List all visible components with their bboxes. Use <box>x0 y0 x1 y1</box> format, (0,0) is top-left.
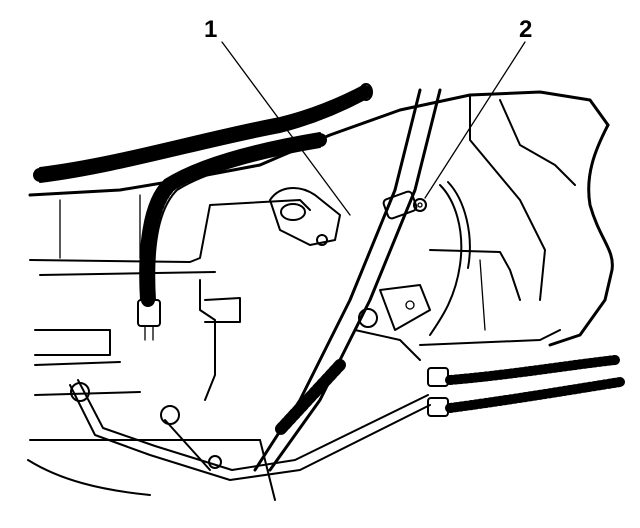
cable-clip-bolt <box>413 181 471 336</box>
harness-connector <box>137 299 161 341</box>
shift-lever-linkage <box>354 284 431 361</box>
leader-line-2 <box>424 41 526 199</box>
mounting-bracket <box>269 187 341 246</box>
lower-right-harness <box>427 355 625 417</box>
leader-lines <box>221 41 526 216</box>
callout-label-2: 2 <box>519 16 533 43</box>
transmission-housing <box>27 90 614 501</box>
cooler-lines <box>69 379 431 481</box>
callout-label-1: 1 <box>204 16 218 43</box>
wiring-harness-corrugated <box>33 83 373 307</box>
shift-cable <box>253 88 442 472</box>
leader-line-1 <box>221 41 351 216</box>
